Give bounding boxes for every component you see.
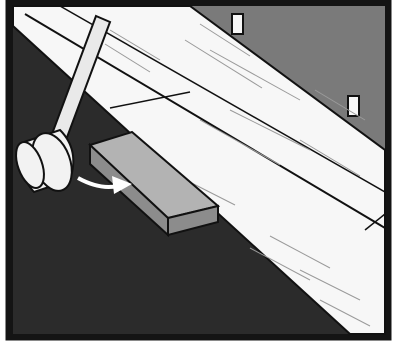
- spacer-wedge: [232, 14, 243, 34]
